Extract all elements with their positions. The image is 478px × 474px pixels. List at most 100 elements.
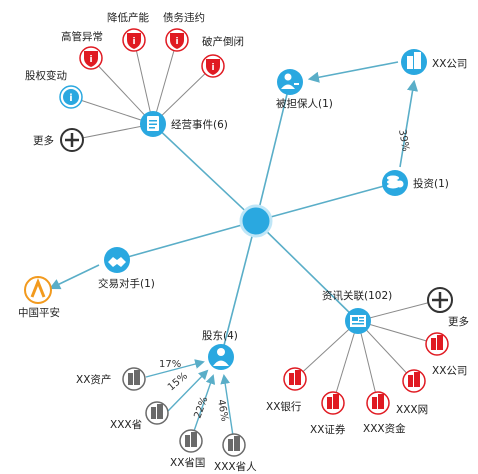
hub-news-label: 资讯关联(102) [322,289,392,302]
edge-shareholder-2 [192,374,216,435]
news-child-label: 更多 [448,315,469,328]
handshake-icon [108,257,126,267]
plus-icon [65,133,79,147]
shareholder-0[interactable]: XX资产 17% [76,359,181,391]
building-icon [408,372,420,387]
shareholder-label: XX省国 [170,456,205,469]
shareholder-2[interactable]: XX省国 22% [170,395,210,469]
edges-operations [70,39,214,141]
operations-child-4[interactable]: i 破产倒闭 [201,35,244,78]
operations-child-label: 更多 [33,134,54,147]
operations-child-3[interactable]: i 债务违约 [163,11,205,52]
hub-shareholders-label: 股东(4) [202,329,238,342]
operations-child-label: 降低产能 [107,11,149,24]
building-icon [185,432,197,447]
shareholder-label: XX资产 [76,373,111,386]
news-child-2[interactable]: XXX网 [396,369,428,416]
hub-operations-label: 经营事件(6) [171,118,228,131]
alert-shield-icon [127,33,141,49]
edge-company-guarantee [307,61,399,83]
operations-child-1[interactable]: i 高管异常 [61,30,103,70]
hub-guarantee[interactable]: 被担保人(1) [276,69,333,110]
center-node[interactable] [239,204,273,238]
hub-operations[interactable]: 经营事件(6) [140,111,228,137]
edge-operations-0 [70,96,154,125]
edge-operations-2 [133,39,154,125]
news-child-label: XXX网 [396,404,428,416]
operations-child-5[interactable]: 更多 [33,128,84,152]
shareholder-3[interactable]: XXX省人 46% [214,399,257,473]
edge-center-news [255,220,359,322]
operations-child-label: 债务违约 [163,11,205,24]
operations-child-0[interactable]: i 股权变动 [25,69,83,109]
shareholder-percent: 15% [166,371,190,394]
edge-news-2 [357,320,415,382]
hub-investment[interactable]: 投资(1) [382,170,449,196]
hub-news[interactable]: 资讯关联(102) [322,289,392,334]
building-icon [431,335,443,350]
trade-partner-node[interactable]: 中国平安 [18,276,60,319]
edge-news-4 [332,320,359,404]
news-child-label: XX银行 [266,400,302,413]
news-child-label: XX公司 [432,365,467,377]
edges-main [116,81,396,358]
edge-investment-company [399,79,419,168]
alert-shield-icon [84,51,98,67]
hub-trade-label: 交易对手(1) [98,277,155,290]
shareholder-percent: 17% [159,359,181,370]
edge-operations-3 [152,39,178,125]
news-child-label: XX证券 [310,423,346,436]
alert-mark: i [89,55,92,65]
edge-center-operations [152,123,257,222]
edge-center-trade [116,220,257,261]
guarantee-company-node[interactable]: XX公司 [401,49,467,75]
edge-news-1 [357,320,438,345]
edge-center-guarantee [255,81,291,222]
shareholder-percent: 46% [215,399,230,423]
alert-mark: i [211,63,214,73]
edge-news-5 [294,320,359,380]
building-icon [289,370,301,385]
alert-mark: i [175,37,178,47]
edge-shareholder-1 [167,369,209,412]
news-child-4[interactable]: XX证券 [310,391,346,436]
building-icon [228,436,240,451]
edge-news-3 [357,320,379,404]
operations-child-2[interactable]: i 降低产能 [107,11,149,52]
edges-arrows [48,61,419,290]
hub-trade[interactable]: 交易对手(1) [98,247,155,290]
hub-guarantee-label: 被担保人(1) [276,97,333,110]
edge-operations-4 [152,65,214,125]
person-handshake-icon [281,73,299,89]
person-icon [213,348,229,366]
news-child-5[interactable]: XX银行 [266,367,307,413]
shareholder-label: XXX省人 [214,460,257,473]
building-icon [407,52,421,69]
edge-operations-5 [71,123,154,141]
edges-shareholders [145,359,234,437]
info-icon: i [69,93,72,104]
edge-trade-partner [48,264,100,290]
building-icon [327,394,339,409]
hub-investment-label: 投资(1) [413,177,449,190]
operations-child-label: 高管异常 [61,30,103,43]
building-icon [128,370,140,385]
edge-shareholder-0 [145,359,205,378]
ping-an-logo-icon [30,277,46,298]
news-child-label: XXX资金 [363,422,406,435]
edge-news-0 [357,300,436,322]
building-icon [151,404,163,419]
news-child-3[interactable]: XXX资金 [363,391,406,435]
alert-mark: i [132,37,135,47]
shareholder-label: XXX省 [110,418,142,431]
shareholder-percent: 22% [192,395,210,420]
hub-shareholders[interactable]: 股东(4) [202,329,238,370]
plus-icon [432,292,448,308]
building-icon [372,394,384,409]
trade-partner-label: 中国平安 [18,306,60,319]
coins-icon [387,175,404,189]
newspaper-icon [350,315,366,327]
news-child-0[interactable]: 更多 [427,287,469,328]
news-child-1[interactable]: XX公司 [425,332,467,377]
edge-center-investment [255,182,396,222]
